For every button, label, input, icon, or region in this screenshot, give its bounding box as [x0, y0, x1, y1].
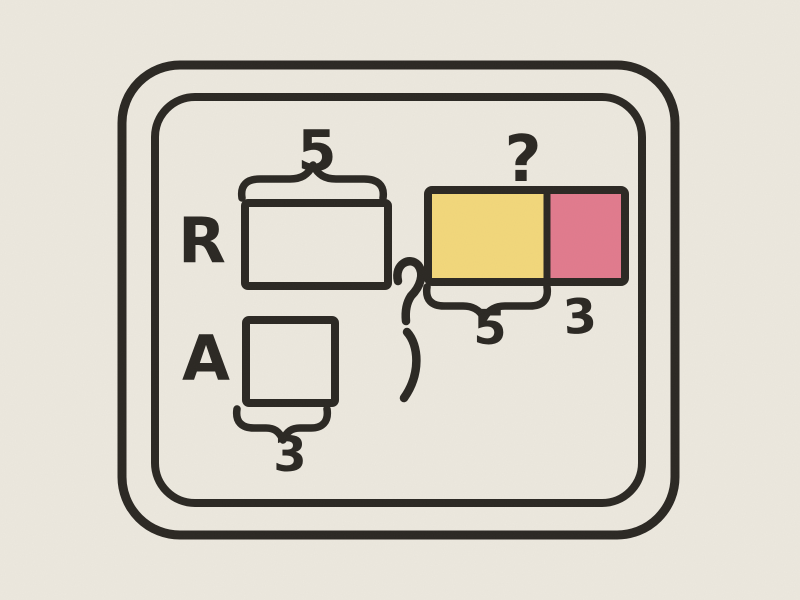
combined-bar-pink-segment — [547, 190, 625, 282]
combined-total-label: ? — [504, 123, 541, 197]
bar-r-label: R — [178, 204, 226, 277]
bar-a-length-label: 3 — [273, 427, 306, 483]
combined-pink-part-label: 3 — [561, 288, 598, 346]
combined-yellow-part-label: 5 — [473, 300, 506, 356]
grouping-brace — [393, 257, 426, 403]
bar-r-rect — [241, 199, 392, 290]
combined-bar — [424, 186, 629, 286]
bar-a-rect — [242, 316, 339, 407]
bar-a-label: A — [182, 322, 230, 395]
